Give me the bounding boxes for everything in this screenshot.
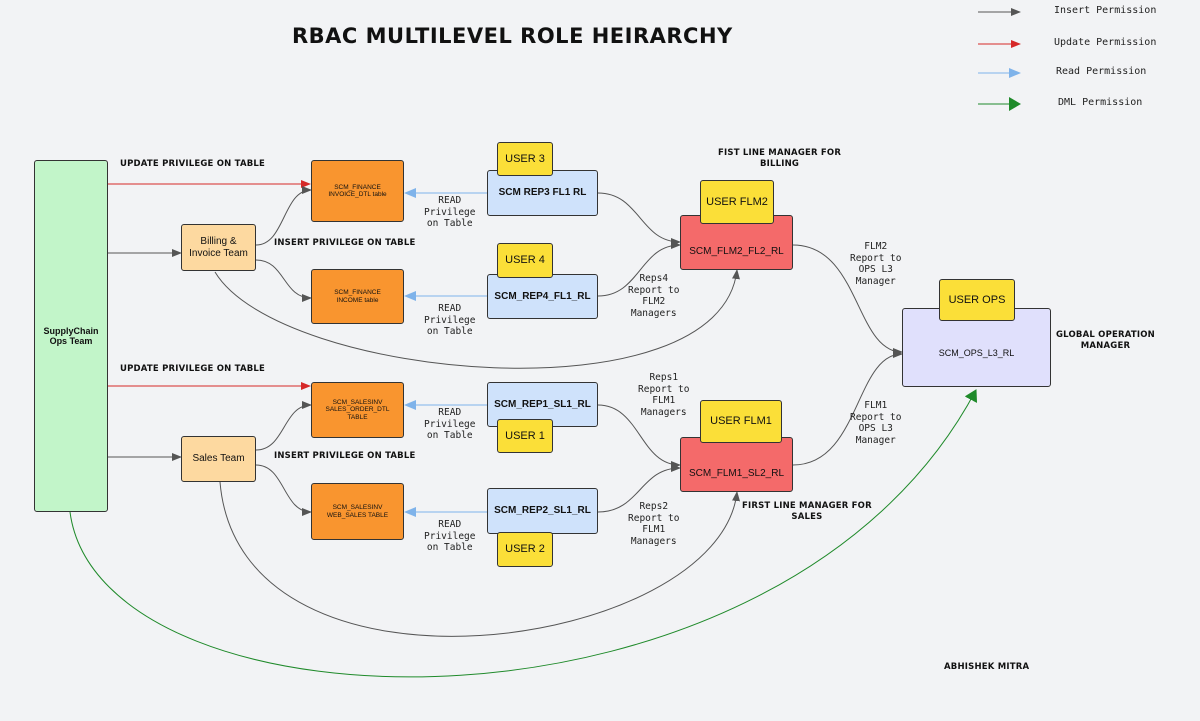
arrow-billing-flm2: [214, 269, 740, 369]
user-ops-node[interactable]: USER OPS: [939, 279, 1015, 321]
flm1-report-label: FLM1 Report to OPS L3 Manager: [850, 400, 902, 446]
income-table-node[interactable]: SCM_FINANCE INCOME table: [311, 269, 404, 324]
first-line-manager-sales-label: FIRST LINE MANAGER FOR SALES: [742, 501, 872, 523]
user4-node[interactable]: USER 4: [497, 243, 553, 278]
insert-arrow-invoice: [255, 186, 312, 246]
flm2-report-label: FLM2 Report to OPS L3 Manager: [850, 241, 902, 287]
ops-l3-role-node[interactable]: SCM_OPS_L3_RL: [902, 308, 1051, 387]
update-privilege-label-top: UPDATE PRIVILEGE ON TABLE: [120, 159, 266, 169]
read-privilege-label-4: READ Privilege on Table: [424, 519, 476, 554]
user1-node[interactable]: USER 1: [497, 419, 553, 453]
arrow-rep3-flm2: [597, 192, 681, 246]
arrow-rep2-flm1: [597, 464, 681, 513]
insert-privilege-label-bottom: INSERT PRIVILEGE ON TABLE: [274, 451, 416, 461]
user-flm1-node[interactable]: USER FLM1: [700, 400, 782, 443]
billing-invoice-team-node[interactable]: Billing & Invoice Team: [181, 224, 256, 271]
global-operation-manager-label: GLOBAL OPERATION MANAGER: [1056, 330, 1155, 352]
flm2-role-node[interactable]: SCM_FLM2_FL2_RL: [680, 215, 793, 270]
supplychain-ops-team-node[interactable]: SupplyChain Ops Team: [34, 160, 108, 512]
arrow-flm2-ops: [792, 244, 903, 356]
sales-order-dtl-table-node[interactable]: SCM_SALESINV SALES_ORDER_DTL TABLE: [311, 382, 404, 438]
rep2-role-node[interactable]: SCM_REP2_SL1_RL: [487, 488, 598, 534]
insert-arrow-income: [255, 259, 312, 302]
reps2-report-label: Reps2 Report to FLM1 Managers: [628, 501, 680, 547]
rep3-role-node[interactable]: SCM REP3 FL1 RL: [487, 170, 598, 216]
web-sales-table-node[interactable]: SCM_SALESINV WEB_SALES TABLE: [311, 483, 404, 540]
user3-node[interactable]: USER 3: [497, 142, 553, 176]
flm1-role-node[interactable]: SCM_FLM1_SL2_RL: [680, 437, 793, 492]
update-privilege-label-bottom: UPDATE PRIVILEGE ON TABLE: [120, 364, 266, 374]
arrow-rep4-flm2: [597, 241, 681, 297]
insert-privilege-label-top: INSERT PRIVILEGE ON TABLE: [274, 238, 416, 248]
reps4-report-label: Reps4 Report to FLM2 Managers: [628, 273, 680, 319]
arrow-flm1-ops: [792, 350, 903, 466]
legend-dml: DML Permission: [1058, 97, 1143, 108]
reps1-report-label: Reps1 Report to FLM1 Managers: [638, 372, 690, 418]
user-flm2-node[interactable]: USER FLM2: [700, 180, 774, 224]
rep4-role-node[interactable]: SCM_REP4_FL1_RL: [487, 274, 598, 319]
legend-read: Read Permission: [1056, 66, 1147, 77]
read-privilege-label-3: READ Privilege on Table: [424, 407, 476, 442]
diagram-title: RBAC MULTILEVEL ROLE HEIRARCHY: [292, 24, 733, 48]
legend-insert: Insert Permission: [1054, 5, 1157, 16]
insert-arrow-sales-order: [255, 401, 312, 451]
dml-arrow-supplychain-ops: [69, 389, 978, 678]
fist-line-manager-billing-label: FIST LINE MANAGER FOR BILLING: [718, 148, 842, 170]
user2-node[interactable]: USER 2: [497, 532, 553, 567]
read-privilege-label-1: READ Privilege on Table: [424, 195, 476, 230]
arrow-sales-flm1: [219, 481, 740, 637]
legend-update: Update Permission: [1054, 37, 1157, 48]
invoice-dtl-table-node[interactable]: SCM_FINANCE INVOICE_DTL table: [311, 160, 404, 222]
read-privilege-label-2: READ Privilege on Table: [424, 303, 476, 338]
author-label: ABHISHEK MITRA: [944, 662, 1030, 672]
insert-arrow-web-sales: [255, 464, 312, 516]
sales-team-node[interactable]: Sales Team: [181, 436, 256, 482]
arrow-rep1-flm1: [597, 404, 681, 469]
